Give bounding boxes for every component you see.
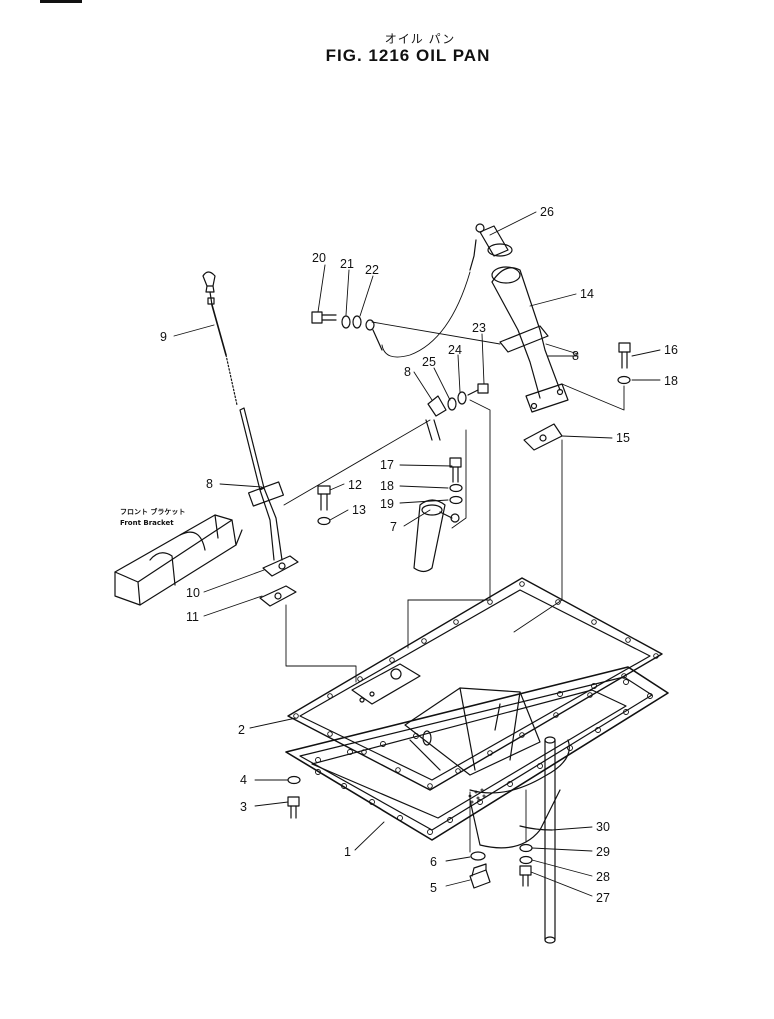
dipstick-guide-tube — [239, 407, 299, 577]
part-label-28: 28 — [596, 870, 610, 884]
oil-filler-tube — [491, 266, 569, 413]
assembly-lines — [283, 321, 625, 853]
washer-24 — [457, 391, 467, 405]
bolt-3 — [287, 796, 300, 819]
clip-30 — [519, 825, 553, 831]
oil-pan — [285, 666, 669, 849]
part-label-5: 5 — [430, 881, 437, 895]
part-label-29: 29 — [596, 845, 610, 859]
cap-chain — [381, 271, 471, 358]
washer-21 — [341, 315, 351, 329]
dipstick — [202, 271, 238, 406]
part-label-18-lower: 18 — [380, 479, 394, 493]
part-label-11: 11 — [186, 610, 199, 624]
part-label-7: 7 — [390, 520, 397, 534]
part-label-21: 21 — [340, 257, 354, 271]
front-bracket — [114, 514, 243, 606]
part-label-3: 3 — [240, 800, 247, 814]
part-label-15: 15 — [616, 431, 630, 445]
part-label-8-left: 8 — [206, 477, 213, 491]
part-label-12: 12 — [348, 478, 362, 492]
part-label-24: 24 — [448, 343, 462, 357]
part-label-16: 16 — [664, 343, 678, 357]
part-label-26: 26 — [540, 205, 554, 219]
washer-25 — [447, 397, 457, 411]
part-label-25: 25 — [422, 355, 436, 369]
corner-mark — [40, 0, 82, 3]
part-label-9: 9 — [160, 330, 167, 344]
part-label-20: 20 — [312, 251, 326, 265]
front-bracket-callout: フロント ブラケット Front Bracket — [120, 507, 185, 527]
figure-title: FIG. 1216 OIL PAN — [325, 46, 491, 65]
bolt-17 — [449, 457, 462, 483]
part-label-4: 4 — [240, 773, 247, 787]
part-label-8-center: 8 — [404, 365, 411, 379]
part-label-8-right: 8 — [572, 349, 579, 363]
part-label-2: 2 — [238, 723, 245, 737]
part-label-27: 27 — [596, 891, 610, 905]
washer-18-upper — [617, 375, 631, 385]
part-label-19: 19 — [380, 497, 394, 511]
part-label-6: 6 — [430, 855, 437, 869]
guide-gasket — [259, 585, 297, 607]
washer-29 — [519, 843, 533, 853]
part-label-13: 13 — [352, 503, 366, 517]
part-label-22: 22 — [365, 263, 379, 277]
washer-4 — [287, 775, 301, 785]
level-gauge-pipe — [544, 736, 556, 944]
part-label-1: 1 — [344, 845, 351, 859]
leader-lines — [173, 211, 661, 897]
bolt-12 — [317, 485, 331, 511]
part-label-10: 10 — [186, 586, 200, 600]
part-label-30: 30 — [596, 820, 610, 834]
bolt-16 — [618, 342, 631, 369]
washer-19 — [449, 495, 463, 505]
part-labels: 1 2 3 4 5 6 7 8 8 8 9 10 11 12 13 14 15 … — [160, 205, 678, 905]
front-bracket-label-jp: フロント ブラケット — [120, 507, 185, 516]
bolt-23 — [467, 383, 489, 396]
washer-13 — [317, 516, 331, 526]
drain-washer-6 — [470, 851, 486, 861]
bolt-20 — [311, 311, 337, 324]
gasket — [287, 577, 663, 791]
part-label-23: 23 — [472, 321, 486, 335]
washer-28 — [519, 855, 533, 865]
washer-18-lower — [449, 483, 463, 493]
bolt-27 — [519, 865, 532, 887]
filler-cap — [469, 223, 513, 271]
washer-22 — [352, 315, 383, 351]
clamp-8-center — [425, 395, 447, 441]
suction-pipe — [413, 499, 460, 573]
part-label-18-upper: 18 — [664, 374, 678, 388]
part-label-17: 17 — [380, 458, 394, 472]
filler-gasket — [523, 423, 563, 451]
drain-plug-5 — [469, 863, 491, 889]
part-label-14: 14 — [580, 287, 594, 301]
japanese-title: オイル パン — [384, 32, 456, 46]
front-bracket-label-en: Front Bracket — [120, 519, 174, 527]
